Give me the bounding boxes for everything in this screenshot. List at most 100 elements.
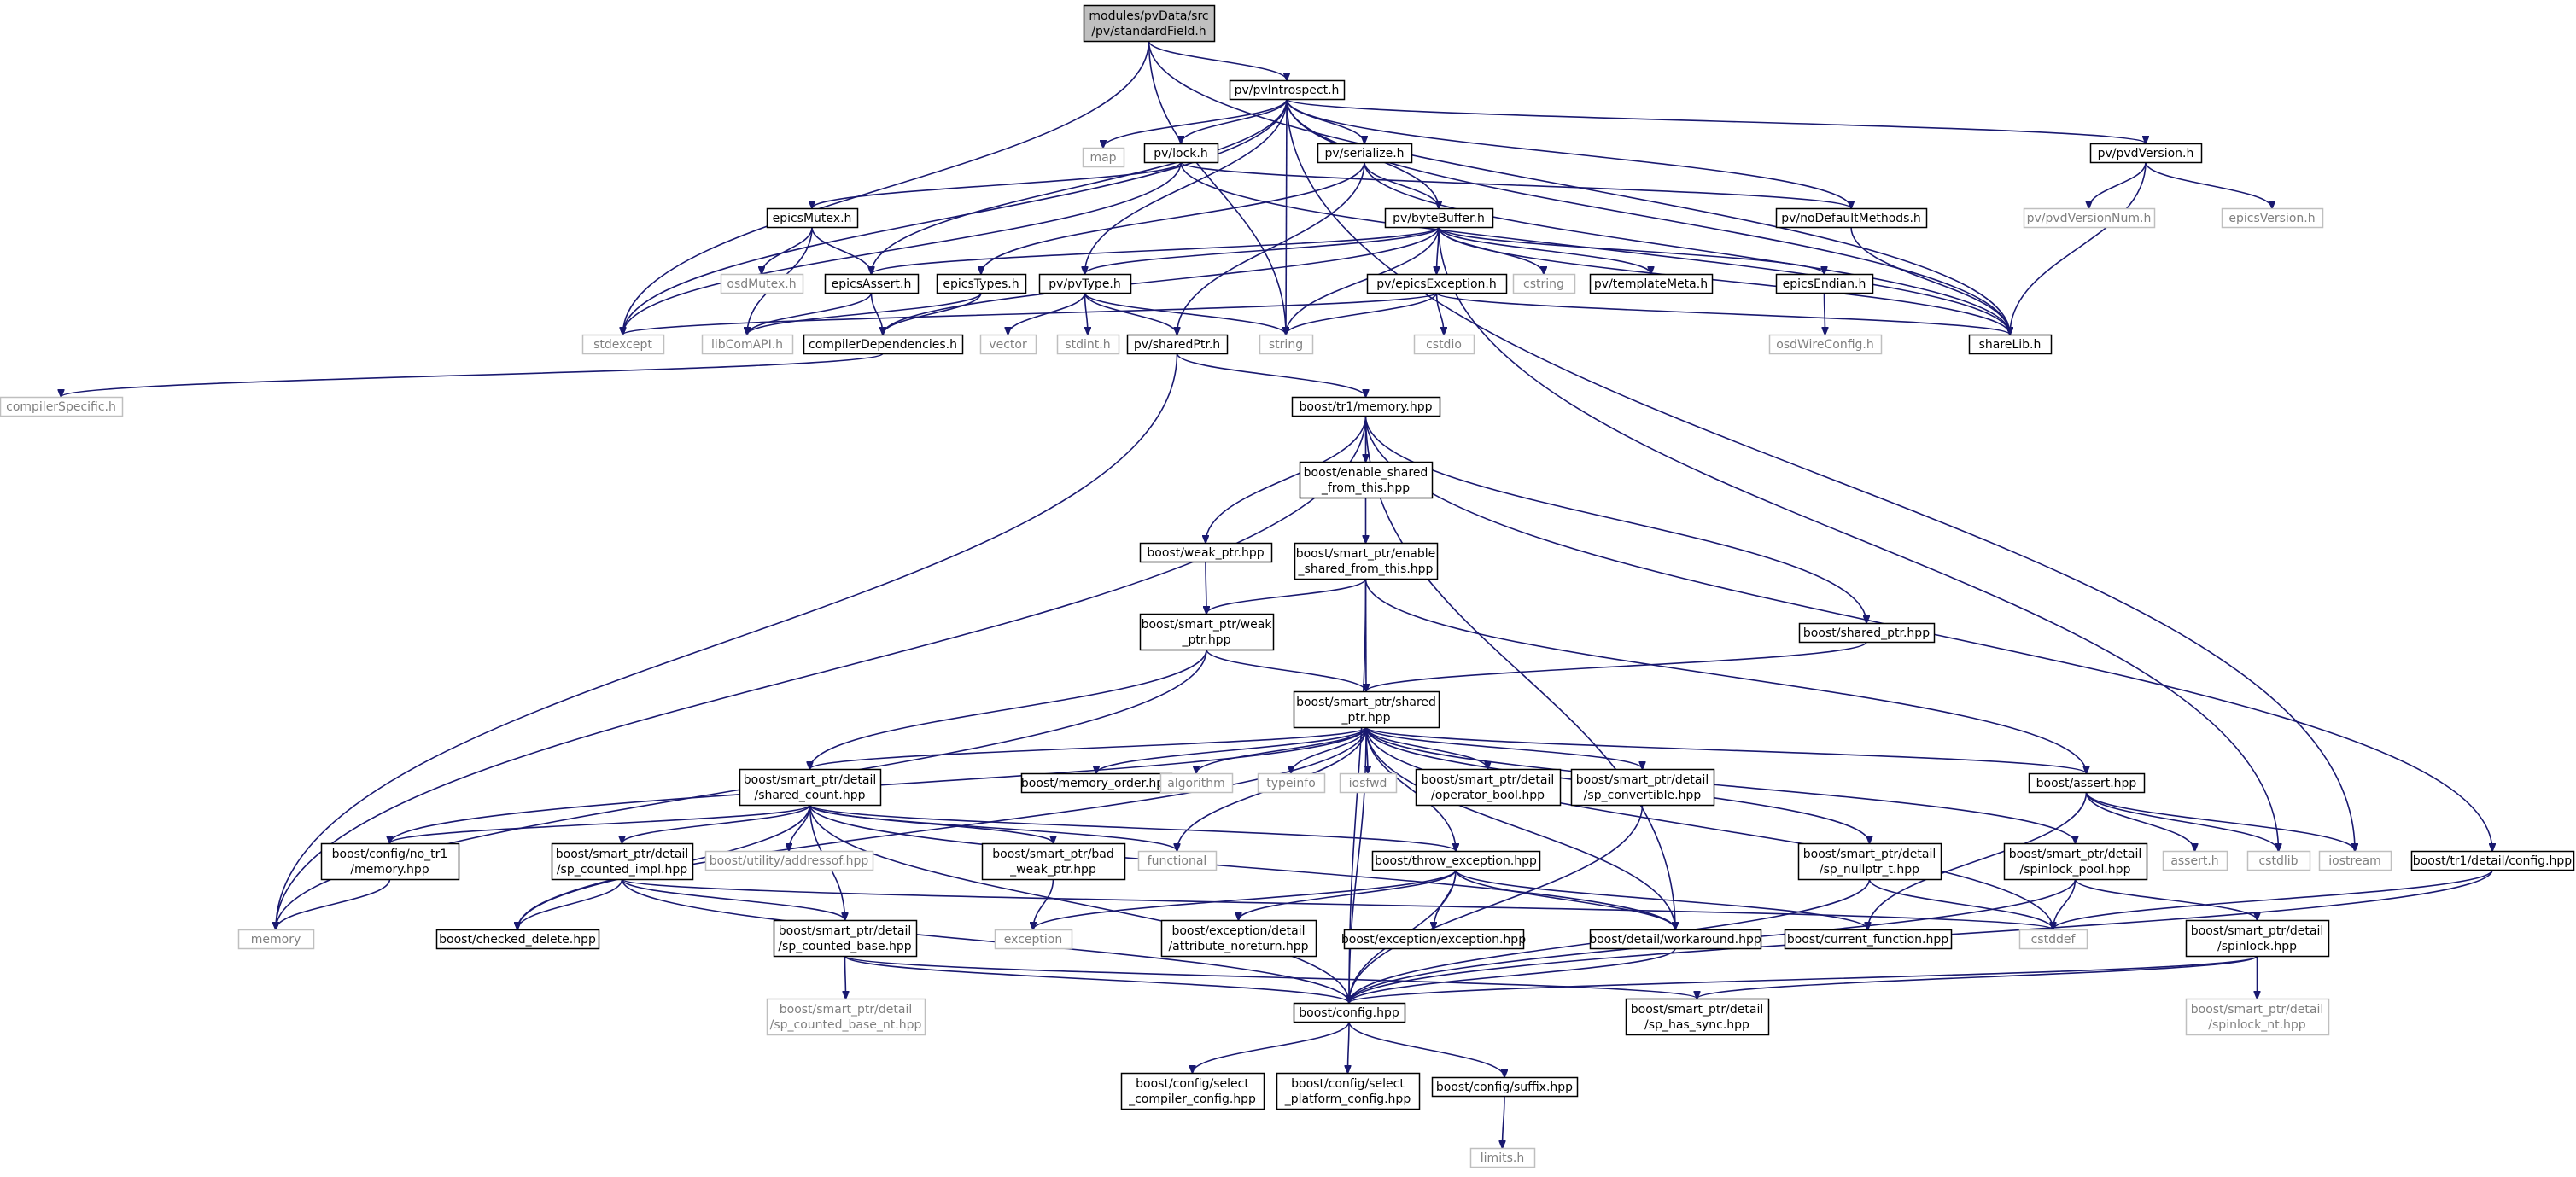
node-label: /sp_nullptr_t.hpp [1820, 863, 1919, 877]
node-box [551, 842, 694, 881]
node-pvType[interactable]: pv/pvType.h [1038, 273, 1132, 294]
node-epicsException[interactable]: pv/epicsException.h [1366, 273, 1508, 294]
edge-layer [61, 40, 2493, 1148]
edge-spEnableShared-to-spWeakPtr [1206, 578, 1367, 614]
node-epicsMutex[interactable]: epicsMutex.h [766, 207, 859, 229]
node-box [994, 929, 1073, 950]
edge-spSharedPtr-to-memoryOrder [1096, 726, 1367, 773]
node-vector: vector [979, 334, 1037, 355]
node-spHasSync[interactable]: boost/smart_ptr/detail/sp_has_sync.hpp [1625, 998, 1770, 1036]
node-workaround[interactable]: boost/detail/workaround.hpp [1589, 929, 1762, 950]
node-label: /pv/standardField.h [1091, 25, 1206, 38]
node-spSharedPtr[interactable]: boost/smart_ptr/shared_ptr.hpp [1293, 690, 1440, 729]
edge-spSharedPtr-to-sharedCount [810, 726, 1367, 769]
node-noTr1Memory[interactable]: boost/config/no_tr1/memory.hpp [320, 842, 460, 881]
node-label: boost/memory_order.hpp [1021, 777, 1171, 790]
node-label: cstdio [1426, 338, 1462, 352]
node-epicsEndian[interactable]: epicsEndian.h [1775, 273, 1874, 294]
edge-root-to-stdexcept [623, 40, 1150, 335]
edge-boostAssert-to-assertH [2085, 791, 2195, 851]
node-memoryOrder[interactable]: boost/memory_order.hpp [1020, 772, 1173, 794]
node-spWeakPtr[interactable]: boost/smart_ptr/weak_ptr.hpp [1139, 613, 1275, 651]
node-box [803, 334, 964, 355]
node-exceptionHpp[interactable]: boost/exception/exception.hpp [1341, 929, 1526, 950]
node-selectPlatform[interactable]: boost/config/select_platform_config.hpp [1276, 1072, 1421, 1110]
node-spCountedBaseNt: boost/smart_ptr/detail/sp_counted_base_n… [766, 998, 926, 1036]
node-attrNoreturn[interactable]: boost/exception/detail/attribute_noretur… [1160, 919, 1317, 958]
node-epicsTypes[interactable]: epicsTypes.h [936, 273, 1027, 294]
node-label: pv/sharedPtr.h [1134, 338, 1220, 352]
edge-sharedCount-to-noTr1Memory [390, 804, 811, 843]
node-currentFunction[interactable]: boost/current_function.hpp [1784, 929, 1953, 950]
node-root[interactable]: modules/pvData/src/pv/standardField.h [1083, 4, 1216, 43]
node-epicsAssert[interactable]: epicsAssert.h [824, 273, 920, 294]
edge-sharedCount-to-spCountedImpl [622, 804, 811, 843]
node-sharedCount[interactable]: boost/smart_ptr/detail/shared_count.hpp [739, 768, 882, 807]
node-byteBuffer[interactable]: pv/byteBuffer.h [1384, 207, 1494, 229]
node-box [1317, 143, 1413, 164]
node-label: /memory.hpp [350, 863, 429, 877]
node-label: boost/smart_ptr/detail [744, 773, 876, 787]
node-shareLib[interactable]: shareLib.h [1968, 334, 2053, 355]
node-compilerDependencies[interactable]: compilerDependencies.h [803, 334, 964, 355]
edge-epicsMutex-to-osdMutex [762, 226, 813, 274]
node-label: /sp_counted_impl.hpp [557, 863, 687, 877]
node-spConvertible[interactable]: boost/smart_ptr/detail/sp_convertible.hp… [1570, 768, 1715, 807]
node-spinlock[interactable]: boost/smart_ptr/detail/spinlock.hpp [2185, 919, 2330, 958]
node-operatorBool[interactable]: boost/smart_ptr/detail/operator_bool.hpp [1415, 768, 1562, 807]
node-box [1137, 850, 1218, 871]
node-spNullptr[interactable]: boost/smart_ptr/detail/sp_nullptr_t.hpp [1797, 842, 1942, 881]
node-typeinfo: typeinfo [1257, 772, 1326, 794]
node-pvIntrospect[interactable]: pv/pvIntrospect.h [1229, 79, 1346, 101]
edge-spinlock-to-spHasSync [1697, 955, 2258, 999]
node-spEnableShared[interactable]: boost/smart_ptr/enable_shared_from_this.… [1294, 542, 1439, 580]
edge-spCountedBase-to-spHasSync [844, 955, 1697, 999]
node-lock[interactable]: pv/lock.h [1143, 143, 1219, 164]
node-suffix[interactable]: boost/config/suffix.hpp [1431, 1076, 1579, 1098]
edge-pvIntrospect-to-stdexcept [623, 98, 1288, 335]
node-label: /sp_counted_base_nt.hpp [770, 1018, 922, 1032]
edge-spinlock-to-boostConfig [1349, 955, 2258, 1003]
node-checkedDelete[interactable]: boost/checked_delete.hpp [435, 929, 600, 950]
edge-spSharedPtr-to-workaround [1365, 726, 1675, 929]
node-spCountedBase[interactable]: boost/smart_ptr/detail/sp_counted_base.h… [773, 919, 918, 958]
edge-spCountedImpl-to-spCountedBase [621, 878, 845, 920]
node-label: cstddef [2031, 933, 2077, 947]
node-tr1memory[interactable]: boost/tr1/memory.hpp [1291, 396, 1441, 417]
node-label: boost/checked_delete.hpp [439, 933, 596, 947]
node-label: string [1269, 338, 1303, 352]
node-label: compilerDependencies.h [809, 338, 957, 352]
node-label: boost/smart_ptr/weak [1142, 618, 1273, 632]
node-box [1126, 334, 1229, 355]
edge-throwException-to-workaround [1455, 869, 1675, 929]
node-sharedPtr[interactable]: pv/sharedPtr.h [1126, 334, 1229, 355]
node-enableSharedFromThis[interactable]: boost/enable_shared_from_this.hpp [1299, 461, 1434, 499]
node-label: epicsTypes.h [943, 277, 1019, 291]
node-label: boost/smart_ptr/detail [2191, 924, 2323, 938]
node-sharedPtrHpp[interactable]: boost/shared_ptr.hpp [1798, 622, 1936, 644]
node-boostAssert[interactable]: boost/assert.hpp [2028, 772, 2146, 794]
node-weakPtr[interactable]: boost/weak_ptr.hpp [1139, 542, 1273, 563]
edge-byteBuffer-to-templateMeta [1438, 226, 1651, 274]
node-selectCompiler[interactable]: boost/config/select_compiler_config.hpp [1120, 1072, 1265, 1110]
node-spCountedImpl[interactable]: boost/smart_ptr/detail/sp_counted_impl.h… [551, 842, 694, 881]
edge-pvdVersion-to-pvdVersionNum [2089, 161, 2147, 208]
node-label: /spinlock_pool.hpp [2020, 863, 2131, 877]
node-box [1299, 461, 1434, 499]
edge-spCountedImpl-to-checkedDelete [517, 878, 623, 929]
node-pvdVersion[interactable]: pv/pvdVersion.h [2089, 143, 2203, 164]
node-throwException[interactable]: boost/throw_exception.hpp [1371, 850, 1541, 871]
edge-epicsAssert-to-compilerDependencies [870, 292, 884, 335]
node-spinlockPool[interactable]: boost/smart_ptr/detail/spinlock_pool.hpp [2003, 842, 2148, 881]
edge-byteBuffer-to-pvType [1085, 226, 1440, 274]
node-noDefaultMethods[interactable]: pv/noDefaultMethods.h [1775, 207, 1928, 229]
node-serialize[interactable]: pv/serialize.h [1317, 143, 1413, 164]
node-templateMeta[interactable]: pv/templateMeta.h [1589, 273, 1714, 294]
node-tr1config[interactable]: boost/tr1/detail/config.hpp [2410, 850, 2575, 871]
edge-tr1memory-to-weakPtr [1206, 415, 1367, 543]
node-badWeakPtr[interactable]: boost/smart_ptr/bad_weak_ptr.hpp [981, 842, 1126, 881]
edge-lock-to-stdexcept [623, 161, 1182, 335]
node-boostConfig[interactable]: boost/config.hpp [1293, 1002, 1406, 1023]
node-box [1143, 143, 1219, 164]
